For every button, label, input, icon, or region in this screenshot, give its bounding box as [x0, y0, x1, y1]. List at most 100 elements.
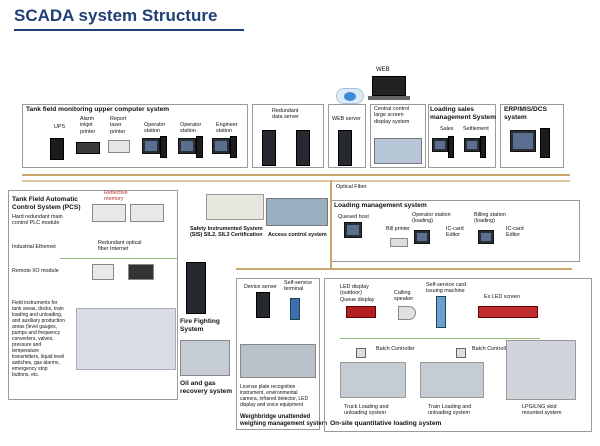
control-room-image [374, 138, 422, 164]
plc-module-2 [130, 204, 164, 222]
internet-icon [344, 92, 356, 101]
redundant-optical-label: Redundant optical fiber Internet [98, 240, 142, 253]
oil-gas-image [180, 340, 230, 376]
card-machine-label: Self-service card issuing machine [426, 282, 467, 295]
pcs-header: Tank Field Automatic Control System (PCS… [12, 196, 81, 211]
report-printer-label: Report laser printer [110, 116, 127, 135]
queued-host-label: Queued host [338, 214, 369, 220]
laser-printer-icon [108, 140, 130, 153]
ic-card-editor-1-label: IC-card Editor [446, 226, 464, 239]
loading-management-header: Loading management system [334, 202, 427, 209]
bill-printer-label: Bill printer [386, 226, 410, 232]
remote-io-module-1 [92, 264, 114, 280]
onsite-footer: On-site quantitative loading system [330, 420, 442, 427]
batch-controller-2-icon [456, 348, 466, 358]
card-machine-icon [436, 296, 446, 328]
billing-monitor [478, 230, 494, 244]
lpg-skid-image [506, 340, 576, 400]
fire-cabinet [186, 262, 206, 314]
self-service-terminal-icon [290, 298, 300, 320]
title-underline [14, 29, 244, 31]
led-queue-display-icon [346, 306, 376, 318]
loading-network-bus [236, 268, 572, 270]
remote-io-module-2 [128, 264, 154, 280]
settlement-label: Settlement [463, 126, 489, 132]
pcs-box [8, 190, 178, 400]
sis-cabinet-image [206, 194, 264, 220]
web-label: WEB [376, 67, 390, 73]
train-loading-image [420, 362, 484, 398]
ups-label: UPS [54, 124, 66, 130]
plc-module-1 [92, 204, 126, 222]
onsite-loading-box [324, 278, 592, 432]
server-rack-1 [262, 130, 276, 166]
ic-card-editor-2-label: IC-card Editor [506, 226, 524, 239]
server-rack-2 [296, 130, 310, 166]
redundant-server-label: Redundant data server [272, 108, 299, 121]
sis-label: Safety Instrumented System (SIS) SIL2, S… [190, 226, 263, 239]
loading-sales-box [428, 104, 496, 168]
hard-redundant-label: Hard redundant main control PLC module [12, 214, 63, 227]
web-server-label: WEB server [332, 116, 361, 122]
truck-loading-label: Truck Loading and unloading system [344, 404, 389, 417]
upper-computer-header: Tank field monitoring upper computer sys… [26, 106, 170, 113]
bill-printer-icon [390, 238, 408, 247]
led-display-label: LED display (outdoor) Queue display [340, 284, 375, 303]
remote-io-label: Remote I/O module [12, 268, 59, 274]
operator-pc-2 [196, 136, 203, 158]
device-server-rack [256, 292, 270, 318]
operator-station-1-label: Operator station [144, 122, 166, 135]
field-bus-line [340, 338, 540, 339]
engineer-station-label: Engineer station [216, 122, 238, 135]
laptop-base [368, 96, 410, 100]
speaker-icon [398, 306, 416, 320]
sales-label: Sales [440, 126, 454, 132]
central-display-box [370, 104, 426, 168]
main-network-bus-redundant [22, 180, 570, 182]
batch-controller-2-label: Batch Controller [472, 346, 511, 352]
alarm-printer-label: Alarm inkjet printer [80, 116, 96, 135]
ex-led-label: Ex LED screen [484, 294, 520, 300]
device-server-label: Device server [244, 284, 277, 290]
operator-loading-label: Operator station (loading) [412, 212, 451, 225]
lpg-label: LPG/LNG skid mounted system [522, 404, 562, 417]
inkjet-printer-icon [76, 142, 100, 154]
plate-recognition-label: License plate recognition instrument, en… [240, 384, 309, 408]
weighbridge-box [236, 278, 320, 430]
page-title: SCADA system Structure [14, 6, 218, 25]
laptop-icon [372, 76, 406, 96]
erp-header: ERP/MIS/DCS system [504, 106, 547, 121]
field-instruments-label: Field instruments for tank areas, docks,… [12, 300, 65, 378]
redundant-server-box [252, 104, 324, 168]
erp-box [500, 104, 564, 168]
optical-fiber-line [60, 258, 178, 259]
self-service-terminal-label: Self-service terminal [284, 280, 313, 293]
industrial-ethernet-label: Industrial Ethernet [12, 244, 56, 250]
loading-sales-header: Loading sales management System [430, 106, 496, 121]
sales-pc [448, 136, 454, 158]
access-gate-image [266, 198, 328, 226]
central-display-label: Central control large screen display sys… [374, 106, 410, 125]
fire-fighting-label: Fire Fighting System [180, 318, 220, 333]
reflective-memory-label: Reflective memory [104, 190, 128, 203]
operator-monitor-2 [178, 138, 196, 154]
batch-controller-1-icon [356, 348, 366, 358]
train-loading-label: Train Loading and unloading system [428, 404, 472, 417]
erp-pc [540, 128, 550, 158]
main-network-bus [22, 174, 570, 176]
queued-host-monitor [344, 222, 362, 238]
sales-monitor [432, 138, 448, 152]
engineer-pc [230, 136, 237, 158]
operator-loading-monitor [414, 230, 430, 244]
settlement-pc [480, 136, 486, 158]
oil-gas-label: Oil and gas recovery system [180, 380, 233, 395]
erp-monitor [510, 130, 536, 152]
batch-controller-1-label: Batch Controller [376, 346, 415, 352]
tank-farm-image [76, 308, 176, 370]
ups-device [50, 138, 64, 160]
access-control-label: Access control system [268, 232, 327, 238]
web-server-box [328, 104, 366, 168]
settlement-monitor [464, 138, 480, 152]
operator-station-2-label: Operator station [180, 122, 202, 135]
ex-led-screen-icon [478, 306, 538, 318]
